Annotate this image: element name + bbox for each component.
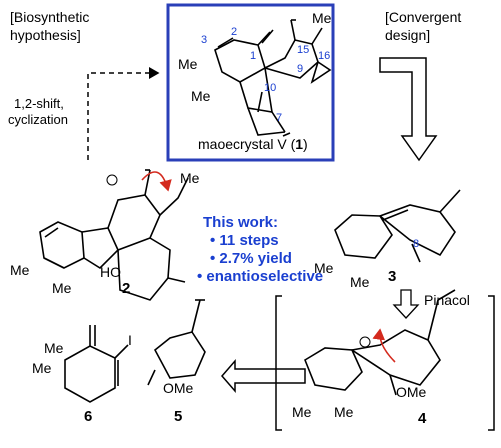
convergent-label-line1: [Convergent	[385, 9, 462, 25]
c3-atom-label-8: 8	[413, 238, 420, 250]
atom-label-1: 1	[250, 50, 257, 62]
compound-number-4: 4	[418, 410, 427, 427]
c2-me-left: Me	[10, 262, 30, 278]
target-name: maoecrystal V (1)	[198, 136, 308, 152]
atom-label-10: 10	[264, 82, 277, 94]
atom-label-16: 16	[318, 50, 331, 62]
red-arrow-2	[141, 171, 172, 192]
pinacol-arrow	[392, 289, 420, 319]
shift-label-line2: cyclization	[8, 112, 68, 127]
atom-label-9: 9	[297, 63, 304, 75]
target-name-text: maoecrystal V (	[198, 136, 296, 152]
biosynthetic-label-line2: hypothesis]	[10, 27, 81, 43]
this-work-item-2: • 2.7% yield	[210, 250, 292, 267]
cation-2	[106, 174, 118, 186]
biosynthetic-label-line1: [Biosynthetic	[10, 9, 90, 25]
atom-label-7: 7	[276, 112, 283, 124]
structure-4	[304, 289, 456, 396]
c6-me-top: Me	[44, 340, 64, 356]
c4-me-right: Me	[334, 404, 354, 420]
c6-iodine: I	[128, 332, 132, 348]
red-arrow-4	[372, 328, 396, 363]
c3-me-left: Me	[314, 260, 334, 276]
cation-4	[359, 336, 371, 348]
target-me-left: Me	[178, 56, 198, 72]
pinacol-label: Pinacol	[424, 292, 470, 308]
bracket-left	[275, 295, 282, 431]
target-me-top: Me	[312, 10, 332, 26]
left-open-arrow	[221, 358, 306, 394]
compound-number-2: 2	[122, 280, 131, 297]
c2-me-bottom: Me	[52, 280, 72, 296]
target-me-bottom: Me	[191, 88, 211, 104]
target-number: 1	[295, 136, 304, 152]
structure-6	[64, 325, 129, 403]
this-work-title: This work:	[203, 214, 279, 231]
atom-label-3: 3	[201, 34, 208, 46]
compound-number-3: 3	[388, 268, 397, 285]
structure-5	[147, 299, 206, 386]
c4-ome: OMe	[396, 384, 427, 400]
c3-me-bottom: Me	[350, 274, 370, 290]
target-box	[166, 3, 335, 162]
this-work-item-3: • enantioselective	[197, 268, 324, 285]
biosynthetic-arrow	[87, 67, 160, 160]
compound-number-5: 5	[174, 408, 183, 425]
structure-1	[214, 19, 332, 137]
c2-me-top: Me	[180, 170, 200, 186]
c5-ome: OMe	[163, 380, 194, 396]
convergent-label-line2: design]	[385, 27, 431, 43]
atom-label-2: 2	[231, 26, 238, 38]
structure-3	[334, 189, 461, 263]
c6-me-bottom: Me	[32, 360, 52, 376]
bracket-right	[488, 295, 495, 431]
structure-2	[39, 169, 189, 301]
shift-label-line1: 1,2-shift,	[14, 96, 64, 111]
target-name-close: )	[303, 136, 308, 152]
c2-ho: HO	[100, 264, 121, 280]
compound-number-6: 6	[84, 408, 93, 425]
c4-me-left: Me	[292, 404, 312, 420]
atom-label-15: 15	[297, 44, 310, 56]
this-work-item-1: • 11 steps	[210, 232, 279, 249]
convergent-arrow	[379, 57, 438, 162]
